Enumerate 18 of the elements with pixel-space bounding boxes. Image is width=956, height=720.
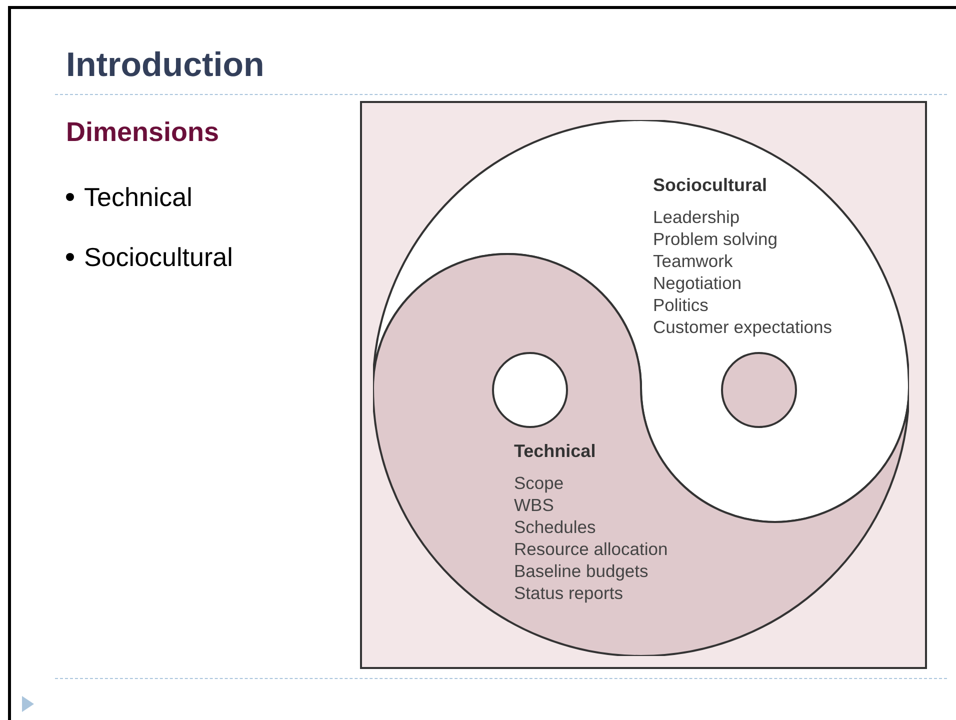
section-heading: Sociocultural	[653, 174, 768, 196]
bullet-text: Technical	[84, 181, 192, 214]
list-item: Customer expectations	[653, 316, 832, 338]
list-item: Problem solving	[653, 228, 778, 250]
list-item: Schedules	[514, 516, 597, 538]
slide-title: Introduction	[66, 45, 264, 86]
list-item: Teamwork	[653, 250, 734, 272]
list-item: Status reports	[514, 582, 624, 604]
list-item: Negotiation	[653, 272, 743, 294]
bullet-text: Sociocultural	[84, 241, 233, 274]
section-heading: Technical	[514, 440, 597, 462]
list-item: Politics	[653, 294, 710, 316]
list-item: Leadership	[653, 206, 741, 228]
list-item: Resource allocation	[514, 538, 668, 560]
list-item: Baseline budgets	[514, 560, 650, 582]
list-item: WBS	[514, 494, 555, 516]
subheading: Dimensions	[66, 116, 220, 149]
list-item: Scope	[514, 472, 565, 494]
